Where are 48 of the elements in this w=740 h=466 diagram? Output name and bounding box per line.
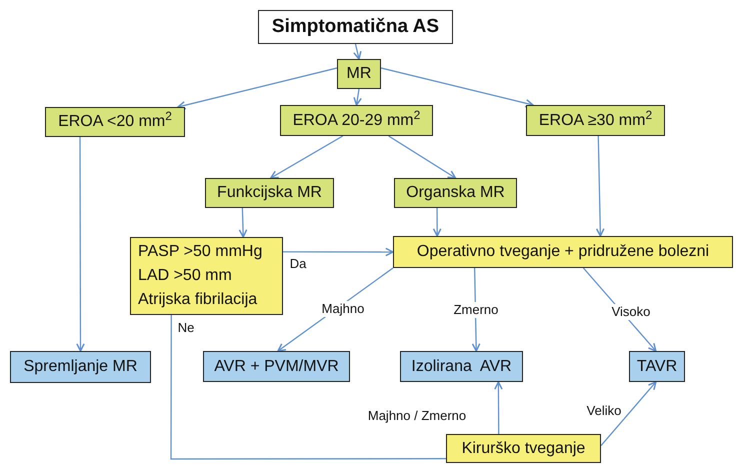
category-box — [280, 105, 433, 136]
outcome-box — [203, 351, 350, 382]
edge-label: Veliko — [584, 403, 624, 419]
category-box — [526, 105, 665, 136]
arrow — [76, 137, 85, 352]
arrow — [353, 44, 362, 60]
node-text: PASP >50 mmHg — [138, 242, 262, 262]
category-box — [394, 178, 517, 208]
edge-label: Majhno — [320, 301, 366, 317]
outcome-box — [10, 351, 151, 383]
arrow — [432, 208, 442, 237]
outcome-box — [629, 351, 685, 382]
category-box — [45, 107, 185, 137]
arrow — [494, 381, 503, 434]
decision-box — [130, 237, 283, 315]
edge-label: Visoko — [610, 304, 652, 320]
node-text: Kirurško tveganje — [462, 438, 586, 458]
node-text: TAVR — [636, 356, 678, 376]
title-box — [258, 10, 453, 44]
arrow — [380, 67, 534, 108]
node-text: Spremljanje MR — [24, 357, 138, 377]
arrow — [238, 208, 248, 238]
edge-label: Majhno / Zmerno — [366, 408, 468, 424]
arrow — [283, 248, 394, 256]
arrow — [270, 135, 344, 179]
node-text: LAD >50 mm — [138, 266, 232, 286]
arrow — [177, 67, 338, 110]
category-box — [337, 59, 381, 89]
arrow — [353, 88, 362, 106]
node-text: Atrijska fibrilacija — [138, 290, 258, 310]
node-text: Operativno tveganje + pridružene bolezni — [416, 242, 710, 262]
node-text: EROA 20-29 mm$^{2}$ — [292, 108, 420, 130]
outcome-box — [400, 351, 523, 382]
node-text: AVR + PVM/MVR — [214, 356, 339, 376]
node-text: Funkcijska MR — [217, 183, 322, 203]
arrow — [596, 136, 605, 237]
node-text: Organska MR — [406, 183, 505, 203]
decision-box — [446, 434, 601, 463]
category-box — [205, 178, 334, 208]
node-text: MR — [346, 64, 372, 84]
node-text: EROA <20 mm$^{2}$ — [58, 110, 172, 132]
edge-label: Zmerno — [452, 302, 500, 318]
node-text: Simptomatična AS — [272, 15, 440, 39]
decision-box — [393, 236, 733, 268]
arrow — [600, 381, 657, 446]
node-text: Izolirana AVR — [411, 356, 512, 376]
node-text: EROA ≥30 mm$^{2}$ — [538, 108, 652, 130]
arrow — [388, 136, 456, 179]
